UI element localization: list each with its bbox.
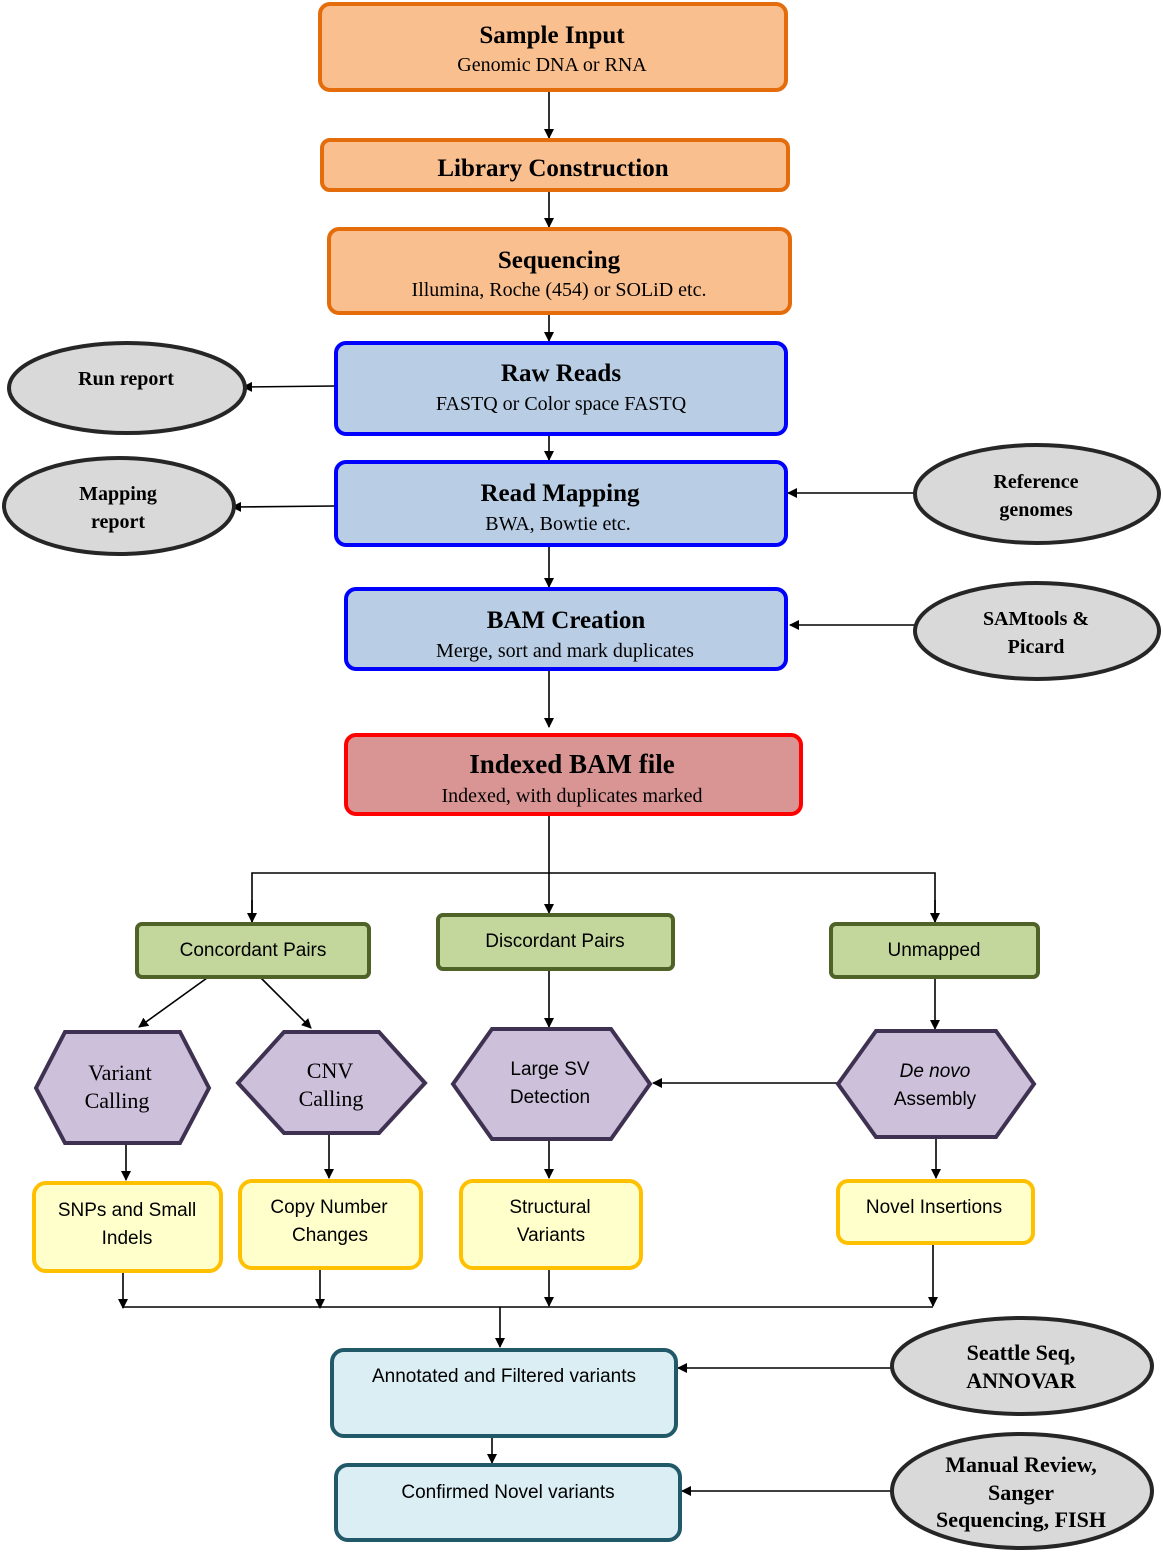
category-concordant-pairs: Concordant Pairs [135,922,371,979]
ellipse-run-report: Run report [7,341,247,435]
label-line: Changes [292,1225,368,1246]
node-sequencing: Sequencing Illumina, Roche (454) or SOLi… [327,227,792,315]
line-branch [251,872,936,922]
label-line: Assembly [894,1089,977,1110]
arrow-to-run-report [242,381,337,392]
hexagon-variant-calling: Variant Calling [33,1030,212,1145]
node-annotated-filtered: Annotated and Filtered variants [330,1348,678,1438]
node-read-mapping: Read Mapping BWA, Bowtie etc. [334,460,788,547]
label: Run report [78,368,174,390]
arrow-to-cnv-calling [260,977,312,1029]
subtitle: Genomic DNA or RNA [457,54,647,76]
label-line: De novo [900,1061,971,1082]
title: Sequencing [498,247,621,274]
ellipse-manual-review: Manual Review, Sanger Sequencing, FISH [890,1432,1154,1550]
label-line: ANNOVAR [966,1368,1077,1393]
node-library-construction: Library Construction [320,138,790,192]
node-indexed-bam: Indexed BAM file Indexed, with duplicate… [344,733,803,816]
title: BAM Creation [487,607,646,634]
label-line: Mapping [79,483,157,505]
title: Library Construction [437,155,668,182]
label-line: Indels [102,1228,153,1249]
result-structural-variants: Structural Variants [459,1179,643,1270]
label-line: Large SV [510,1059,590,1080]
title: Sample Input [479,22,625,49]
label-line: Sequencing, FISH [936,1507,1106,1532]
result-snps-indels: SNPs and Small Indels [32,1181,223,1273]
label: Discordant Pairs [485,931,624,952]
subtitle: FASTQ or Color space FASTQ [436,393,687,415]
label: Unmapped [888,940,981,961]
label-line: Seattle Seq, [967,1340,1076,1365]
ellipse-reference-genomes: Reference genomes [913,443,1161,545]
arrow-to-variant-calling [138,977,208,1028]
label: Concordant Pairs [180,940,327,961]
ellipse-samtools-picard: SAMtools & Picard [913,581,1161,681]
result-copy-number-changes: Copy Number Changes [238,1179,423,1270]
label: Annotated and Filtered variants [372,1366,636,1387]
subtitle: BWA, Bowtie etc. [485,513,631,535]
hexagon-cnv-calling: CNV Calling [235,1030,428,1135]
arrow-to-mapping-report [231,501,335,512]
subtitle: Merge, sort and mark duplicates [436,640,694,662]
label-line: genomes [999,499,1073,521]
category-unmapped: Unmapped [829,922,1040,979]
category-discordant-pairs: Discordant Pairs [436,913,675,971]
result-novel-insertions: Novel Insertions [836,1179,1035,1245]
label-line: Novel Insertions [866,1197,1002,1218]
label-line: SAMtools & [983,608,1089,630]
title: Read Mapping [480,480,640,507]
node-confirmed-novel: Confirmed Novel variants [334,1463,682,1542]
label-line: Manual Review, [945,1452,1097,1477]
ellipse-mapping-report: Mapping report [2,456,236,556]
subtitle: Indexed, with duplicates marked [441,785,702,807]
label-line: CNV [307,1058,354,1083]
ellipse-seattle-seq: Seattle Seq, ANNOVAR [890,1316,1154,1416]
label-line: report [91,511,145,533]
label-line: Variant [88,1060,152,1085]
label-line: Detection [510,1087,590,1108]
hexagon-de-novo-assembly: De novo Assembly [835,1029,1037,1139]
label-line: SNPs and Small [58,1200,196,1221]
label: Confirmed Novel variants [401,1482,614,1503]
title: Indexed BAM file [469,749,675,779]
connectors [118,90,941,1496]
label-line: Picard [1008,636,1065,658]
label-line: Variants [517,1225,585,1246]
node-bam-creation: BAM Creation Merge, sort and mark duplic… [344,587,788,671]
node-sample-input: Sample Input Genomic DNA or RNA [318,2,788,92]
node-raw-reads: Raw Reads FASTQ or Color space FASTQ [334,341,788,436]
label-line: Structural [509,1197,590,1218]
title: Raw Reads [501,360,621,387]
label-line: Sanger [988,1480,1054,1505]
label-line: Calling [299,1086,364,1111]
label-line: Copy Number [270,1197,388,1218]
hexagon-large-sv-detection: Large SV Detection [450,1027,653,1141]
label-line: Reference [993,471,1078,493]
subtitle: Illumina, Roche (454) or SOLiD etc. [412,279,707,301]
label-line: Calling [85,1088,150,1113]
